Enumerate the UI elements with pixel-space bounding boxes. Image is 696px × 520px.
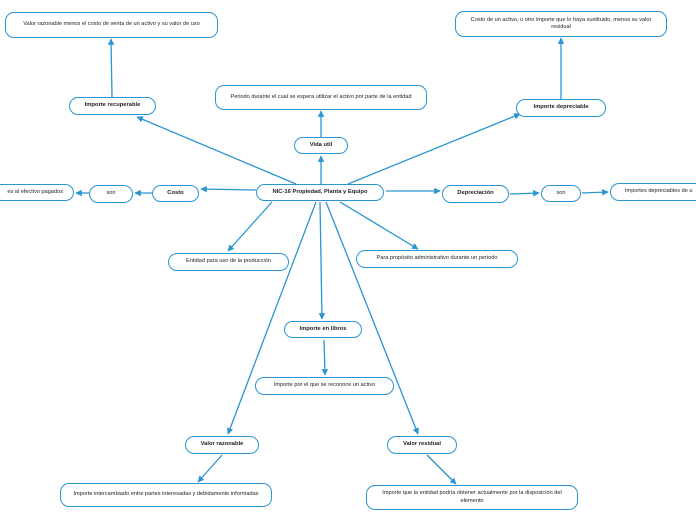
node-importe-depreciable-desc[interactable]: Costo de un activo, u otro importe que l… (455, 11, 667, 37)
node-importe-recuperable-desc[interactable]: Valor razonable menos el costo de venta … (5, 12, 218, 38)
edge-center-costo (200, 185, 257, 193)
edge-center-valor-razonable (227, 201, 317, 435)
edge-center-importe-libros (318, 201, 326, 320)
edge-center-uso-produccion (227, 201, 273, 252)
node-proposito-admin[interactable]: Para propósito administrativo durante un… (356, 250, 518, 268)
edge-importe-recuperable-desc (107, 38, 115, 98)
node-vida-util-desc[interactable]: Periodo durante el cual se espera utiliz… (215, 85, 427, 110)
node-importe-libros-desc[interactable]: Importe por el que se reconoce un activo (255, 377, 394, 395)
node-center[interactable]: NIC-16 Propiedad, Planta y Equipo (256, 184, 384, 201)
node-vida-util[interactable]: Vida util (294, 137, 348, 154)
node-importe-depreciable[interactable]: Importe depreciable (516, 99, 606, 117)
edge-center-proposito-admin (339, 201, 419, 250)
edge-center-importe-depreciable (347, 113, 521, 185)
edge-depreciacion-son-desc (581, 188, 609, 196)
node-valor-residual-desc[interactable]: Importe que la entidad podría obtener ac… (366, 485, 578, 510)
node-importe-recuperable[interactable]: Importe recuperable (69, 97, 156, 115)
edge-importe-libros-desc (321, 339, 329, 376)
node-costo-desc[interactable]: es al efectivo pagados (0, 184, 74, 201)
node-costo-son[interactable]: son (89, 185, 133, 203)
node-valor-razonable[interactable]: Valor razonable (185, 436, 259, 454)
node-depreciacion-son[interactable]: son (541, 185, 581, 202)
edge-valor-residual-desc (426, 454, 457, 485)
edge-valor-razonable-desc (197, 454, 223, 483)
edge-depreciacion-son (509, 189, 540, 197)
node-uso-produccion[interactable]: Entidad para uso de la producción (168, 253, 289, 271)
node-costo[interactable]: Costo (152, 185, 199, 202)
node-depreciacion-desc[interactable]: Importes depreciables de u (610, 183, 696, 201)
node-valor-residual[interactable]: Valor residual (387, 436, 457, 454)
node-importe-libros[interactable]: Importe en libros (284, 321, 362, 338)
edge-center-valor-residual (325, 201, 419, 435)
node-valor-razonable-desc[interactable]: Importe intercambiado entre partes inter… (60, 483, 272, 507)
node-depreciacion[interactable]: Depreciación (442, 185, 509, 203)
edge-center-importe-recuperable (136, 116, 297, 185)
